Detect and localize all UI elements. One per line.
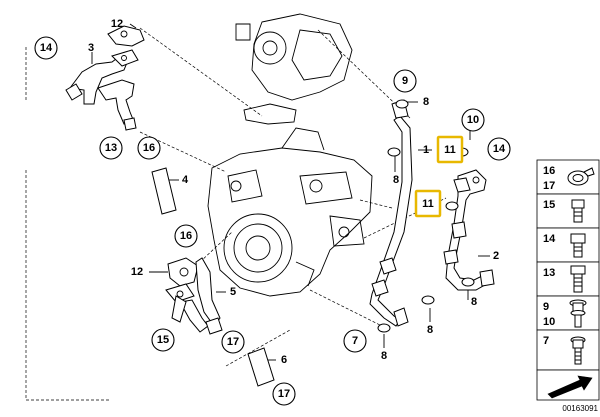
callout-9: 9 (393, 69, 417, 93)
callout-17-lower: 17 (272, 382, 296, 406)
callout-16-upper: 16 (137, 136, 161, 160)
hollow-bolt-icon (570, 233, 586, 258)
side-label-7: 7 (543, 335, 549, 347)
callout-8-right: 8 (471, 296, 477, 308)
callout-2: 2 (493, 250, 499, 262)
callout-8-bottom: 8 (381, 350, 387, 362)
callout-8-left: 8 (393, 174, 399, 186)
side-label-10: 10 (543, 316, 555, 328)
callout-8-mid: 8 (427, 324, 433, 336)
callout-3: 3 (88, 42, 94, 54)
callout-15: 15 (151, 328, 175, 352)
svg-text:15: 15 (157, 334, 169, 346)
oil-pipe-2 (443, 169, 495, 291)
callout-14-upper-left: 14 (34, 36, 58, 60)
svg-text:16: 16 (143, 142, 155, 154)
svg-text:9: 9 (402, 75, 408, 87)
side-label-15: 15 (543, 199, 555, 211)
svg-text:13: 13 (105, 142, 117, 154)
bolt-with-washer-icon (569, 299, 587, 328)
callout-8-top: 8 (423, 96, 429, 108)
side-label-14: 14 (543, 233, 556, 245)
callout-12-lower: 12 (131, 266, 143, 278)
turbocharger-upper-illustration (235, 13, 353, 125)
callout-7: 7 (343, 329, 367, 353)
svg-text:11: 11 (444, 144, 456, 156)
callout-6: 6 (281, 354, 287, 366)
small-parts-panel: 16 17 15 14 13 9 10 (536, 159, 600, 413)
hose-6 (247, 347, 275, 387)
oil-pipe-assembly-5 (165, 257, 223, 335)
hose-4 (151, 167, 177, 215)
catalog-number: 00163091 (562, 404, 598, 413)
callout-1: 1 (423, 144, 429, 156)
svg-text:14: 14 (40, 42, 53, 54)
svg-text:7: 7 (352, 335, 358, 347)
callout-14-right: 14 (487, 137, 511, 161)
callout-11-upper-highlighted: 11 (436, 135, 464, 164)
side-label-9: 9 (543, 301, 549, 313)
diagonal-arrow-icon (547, 375, 593, 399)
callout-12-upper: 12 (111, 18, 123, 30)
side-label-17: 17 (543, 180, 555, 192)
turbocharger-main-illustration (207, 127, 373, 297)
svg-text:16: 16 (180, 230, 192, 242)
side-label-13: 13 (543, 267, 555, 279)
banjo-bolt-icon (571, 199, 585, 223)
svg-text:11: 11 (422, 198, 434, 210)
hex-bolt-icon (570, 265, 586, 293)
svg-text:10: 10 (467, 114, 479, 126)
oil-pipe-1 (369, 99, 413, 327)
callout-17-upper: 17 (221, 330, 245, 354)
side-label-16: 16 (543, 165, 555, 177)
screw-icon (570, 336, 586, 365)
svg-text:14: 14 (493, 143, 506, 155)
callout-11-lower-highlighted: 11 (414, 189, 442, 218)
hose-clamp-icon (567, 167, 595, 186)
callout-13-upper: 13 (99, 136, 123, 160)
callout-5: 5 (230, 286, 236, 298)
svg-text:17: 17 (227, 336, 239, 348)
callout-16-lower: 16 (174, 224, 198, 248)
svg-text:17: 17 (278, 388, 290, 400)
oil-pipe-assembly-3 (65, 25, 145, 131)
callout-10: 10 (461, 108, 485, 132)
callout-4: 4 (182, 174, 189, 186)
